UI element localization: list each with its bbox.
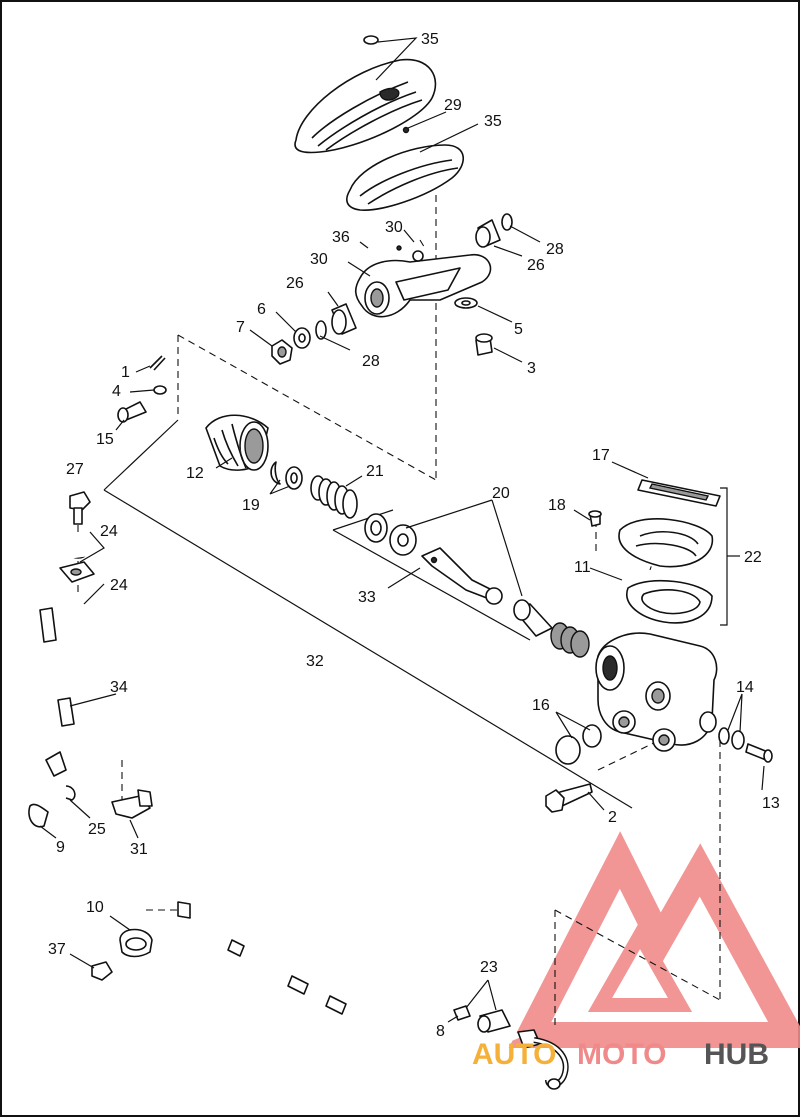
callout-14: 14 bbox=[736, 679, 754, 696]
bushings bbox=[315, 213, 513, 340]
callout-12: 12 bbox=[186, 465, 204, 482]
footpeg-pad-upper bbox=[294, 35, 437, 154]
callout-21: 21 bbox=[366, 463, 384, 480]
leader-lines bbox=[39, 37, 765, 1023]
wordmark-hub: HUB bbox=[704, 1038, 769, 1071]
washer-and-screw bbox=[454, 297, 493, 356]
automotohub-logo bbox=[508, 831, 800, 1048]
reservoir-cover-set bbox=[588, 479, 721, 624]
brake-pedal-lever bbox=[354, 245, 492, 318]
master-cylinder-body bbox=[595, 632, 718, 752]
banjo-washers-bolt bbox=[718, 727, 773, 763]
callout-7: 7 bbox=[236, 319, 245, 336]
callout-28-right: 28 bbox=[546, 241, 564, 258]
callout-24-top: 24 bbox=[100, 523, 118, 540]
callout-11: 11 bbox=[574, 559, 591, 576]
callout-3: 3 bbox=[527, 360, 536, 377]
callout-18: 18 bbox=[548, 497, 566, 514]
callout-1: 1 bbox=[121, 364, 130, 381]
callout-31: 31 bbox=[130, 841, 148, 858]
callout-10: 10 bbox=[86, 899, 104, 916]
line-clips bbox=[28, 751, 153, 828]
callout-19: 19 bbox=[242, 497, 260, 514]
piston-assembly bbox=[513, 599, 590, 658]
callout-6: 6 bbox=[257, 301, 266, 318]
callout-22: 22 bbox=[744, 549, 762, 566]
wordmark-moto: MOTO bbox=[577, 1038, 666, 1071]
callout-24-bottom: 24 bbox=[110, 577, 128, 594]
frame-clamp bbox=[91, 928, 153, 981]
callout-15: 15 bbox=[96, 431, 114, 448]
return-spring bbox=[310, 475, 358, 519]
callout-17: 17 bbox=[592, 447, 610, 464]
callout-2: 2 bbox=[608, 809, 617, 826]
callout-5: 5 bbox=[514, 321, 523, 338]
brake-line bbox=[39, 534, 569, 1090]
callout-37: 37 bbox=[48, 941, 66, 958]
retaining-ring bbox=[270, 461, 303, 490]
callout-labels: 35 29 35 36 30 28 26 30 26 6 7 28 5 3 1 … bbox=[48, 31, 780, 1040]
callout-27: 27 bbox=[66, 461, 84, 478]
callout-35-lower: 35 bbox=[484, 113, 502, 130]
callout-23: 23 bbox=[480, 959, 498, 976]
callout-30-top: 30 bbox=[385, 219, 403, 236]
callout-36: 36 bbox=[332, 229, 350, 246]
plug-and-oring bbox=[555, 724, 602, 765]
callout-28-left: 28 bbox=[362, 353, 380, 370]
callout-26-right: 26 bbox=[527, 257, 545, 274]
callout-34: 34 bbox=[110, 679, 128, 696]
callout-35-top: 35 bbox=[421, 31, 439, 48]
callout-16: 16 bbox=[532, 697, 550, 714]
callout-8: 8 bbox=[436, 1023, 445, 1040]
callout-20: 20 bbox=[492, 485, 510, 502]
callout-4: 4 bbox=[112, 383, 121, 400]
washer-and-nut bbox=[271, 327, 311, 365]
callout-29: 29 bbox=[444, 97, 462, 114]
wordmark-auto: AUTO bbox=[472, 1038, 556, 1071]
pushrod bbox=[421, 547, 503, 605]
footpeg-pad-lower bbox=[346, 126, 464, 211]
callout-25: 25 bbox=[88, 821, 106, 838]
automotohub-wordmark: AUTO MOTO HUB bbox=[472, 1038, 769, 1071]
piston-circlip bbox=[364, 513, 417, 556]
callout-33: 33 bbox=[358, 589, 376, 606]
clevis-pin-set bbox=[117, 355, 167, 423]
callout-32: 32 bbox=[306, 653, 324, 670]
callout-26-left: 26 bbox=[286, 275, 304, 292]
callout-9: 9 bbox=[56, 839, 65, 856]
callout-13: 13 bbox=[762, 795, 780, 812]
callout-30-left: 30 bbox=[310, 251, 328, 268]
mounting-bolt bbox=[545, 783, 593, 813]
pushrod-boot bbox=[205, 414, 269, 471]
group-brackets bbox=[103, 419, 740, 809]
dashed-assembly-lines bbox=[77, 195, 721, 1030]
